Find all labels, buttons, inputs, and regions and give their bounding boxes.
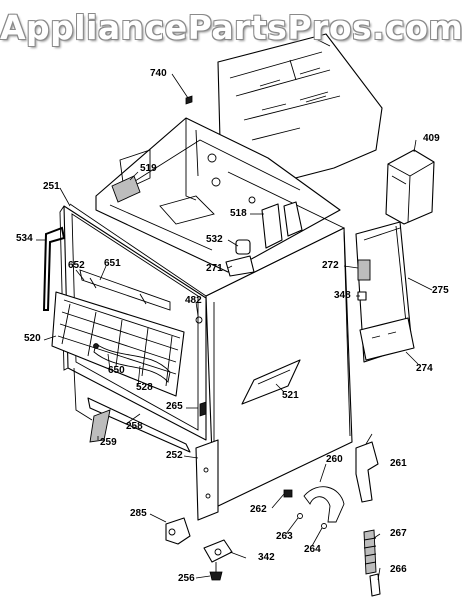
bake-element-528 xyxy=(93,343,171,383)
part-label-534: 534 xyxy=(16,233,33,244)
part-label-264: 264 xyxy=(304,544,321,555)
watermark: AppliancePartsPros.com xyxy=(0,8,462,47)
kick-panel-252 xyxy=(195,439,219,521)
part-label-275: 275 xyxy=(432,285,449,296)
hinge-261 xyxy=(355,441,379,503)
base-274 xyxy=(359,317,415,361)
control-box-409 xyxy=(385,149,435,225)
part-label-342: 342 xyxy=(258,552,275,563)
leveler-256 xyxy=(209,571,223,581)
part-label-409: 409 xyxy=(423,133,440,144)
bracket-518 xyxy=(261,203,283,249)
sensor-532 xyxy=(235,239,251,255)
part-label-258: 258 xyxy=(126,421,143,432)
hinge-260 xyxy=(303,486,345,523)
terminal-block-272 xyxy=(357,259,371,281)
part-label-652: 652 xyxy=(68,260,85,271)
part-label-251: 251 xyxy=(43,181,60,192)
leveler-bracket-342 xyxy=(203,539,233,563)
clip-262 xyxy=(283,489,293,498)
part-label-260: 260 xyxy=(326,454,343,465)
screw-263 xyxy=(297,513,303,519)
part-label-521: 521 xyxy=(282,390,299,401)
bracket-519 xyxy=(111,175,141,203)
part-label-650: 650 xyxy=(108,365,125,376)
part-label-518: 518 xyxy=(230,208,247,219)
part-label-252: 252 xyxy=(166,450,183,461)
door-seal-534 xyxy=(42,226,66,311)
oven-rack-520 xyxy=(51,291,185,397)
part-label-285: 285 xyxy=(130,508,147,519)
part-label-519: 519 xyxy=(140,163,157,174)
screw-264 xyxy=(321,523,327,529)
part-label-348: 348 xyxy=(334,290,351,301)
part-label-532: 532 xyxy=(206,234,223,245)
pin-266 xyxy=(369,573,381,597)
bracket-518b xyxy=(283,201,303,237)
clip-265 xyxy=(199,401,207,417)
part-label-520: 520 xyxy=(24,333,41,344)
part-label-271: 271 xyxy=(206,263,223,274)
part-label-263: 263 xyxy=(276,531,293,542)
side-vent-521 xyxy=(241,359,301,405)
valve-271 xyxy=(225,255,255,277)
part-label-651: 651 xyxy=(104,258,121,269)
part-label-266: 266 xyxy=(390,564,407,575)
part-label-528: 528 xyxy=(136,382,153,393)
leveling-leg-285 xyxy=(165,517,191,545)
part-label-272: 272 xyxy=(322,260,339,271)
part-label-256: 256 xyxy=(178,573,195,584)
bottom-rail-258 xyxy=(87,397,191,453)
part-label-261: 261 xyxy=(390,458,407,469)
part-label-267: 267 xyxy=(390,528,407,539)
part-label-482: 482 xyxy=(185,295,202,306)
hinge-259 xyxy=(89,409,111,443)
part-label-259: 259 xyxy=(100,437,117,448)
part-label-740: 740 xyxy=(150,68,167,79)
part-label-262: 262 xyxy=(250,504,267,515)
clip-740 xyxy=(185,95,193,105)
spring-267 xyxy=(363,529,377,575)
leader-lines xyxy=(36,73,433,581)
part-label-274: 274 xyxy=(416,363,433,374)
part-label-265: 265 xyxy=(166,401,183,412)
